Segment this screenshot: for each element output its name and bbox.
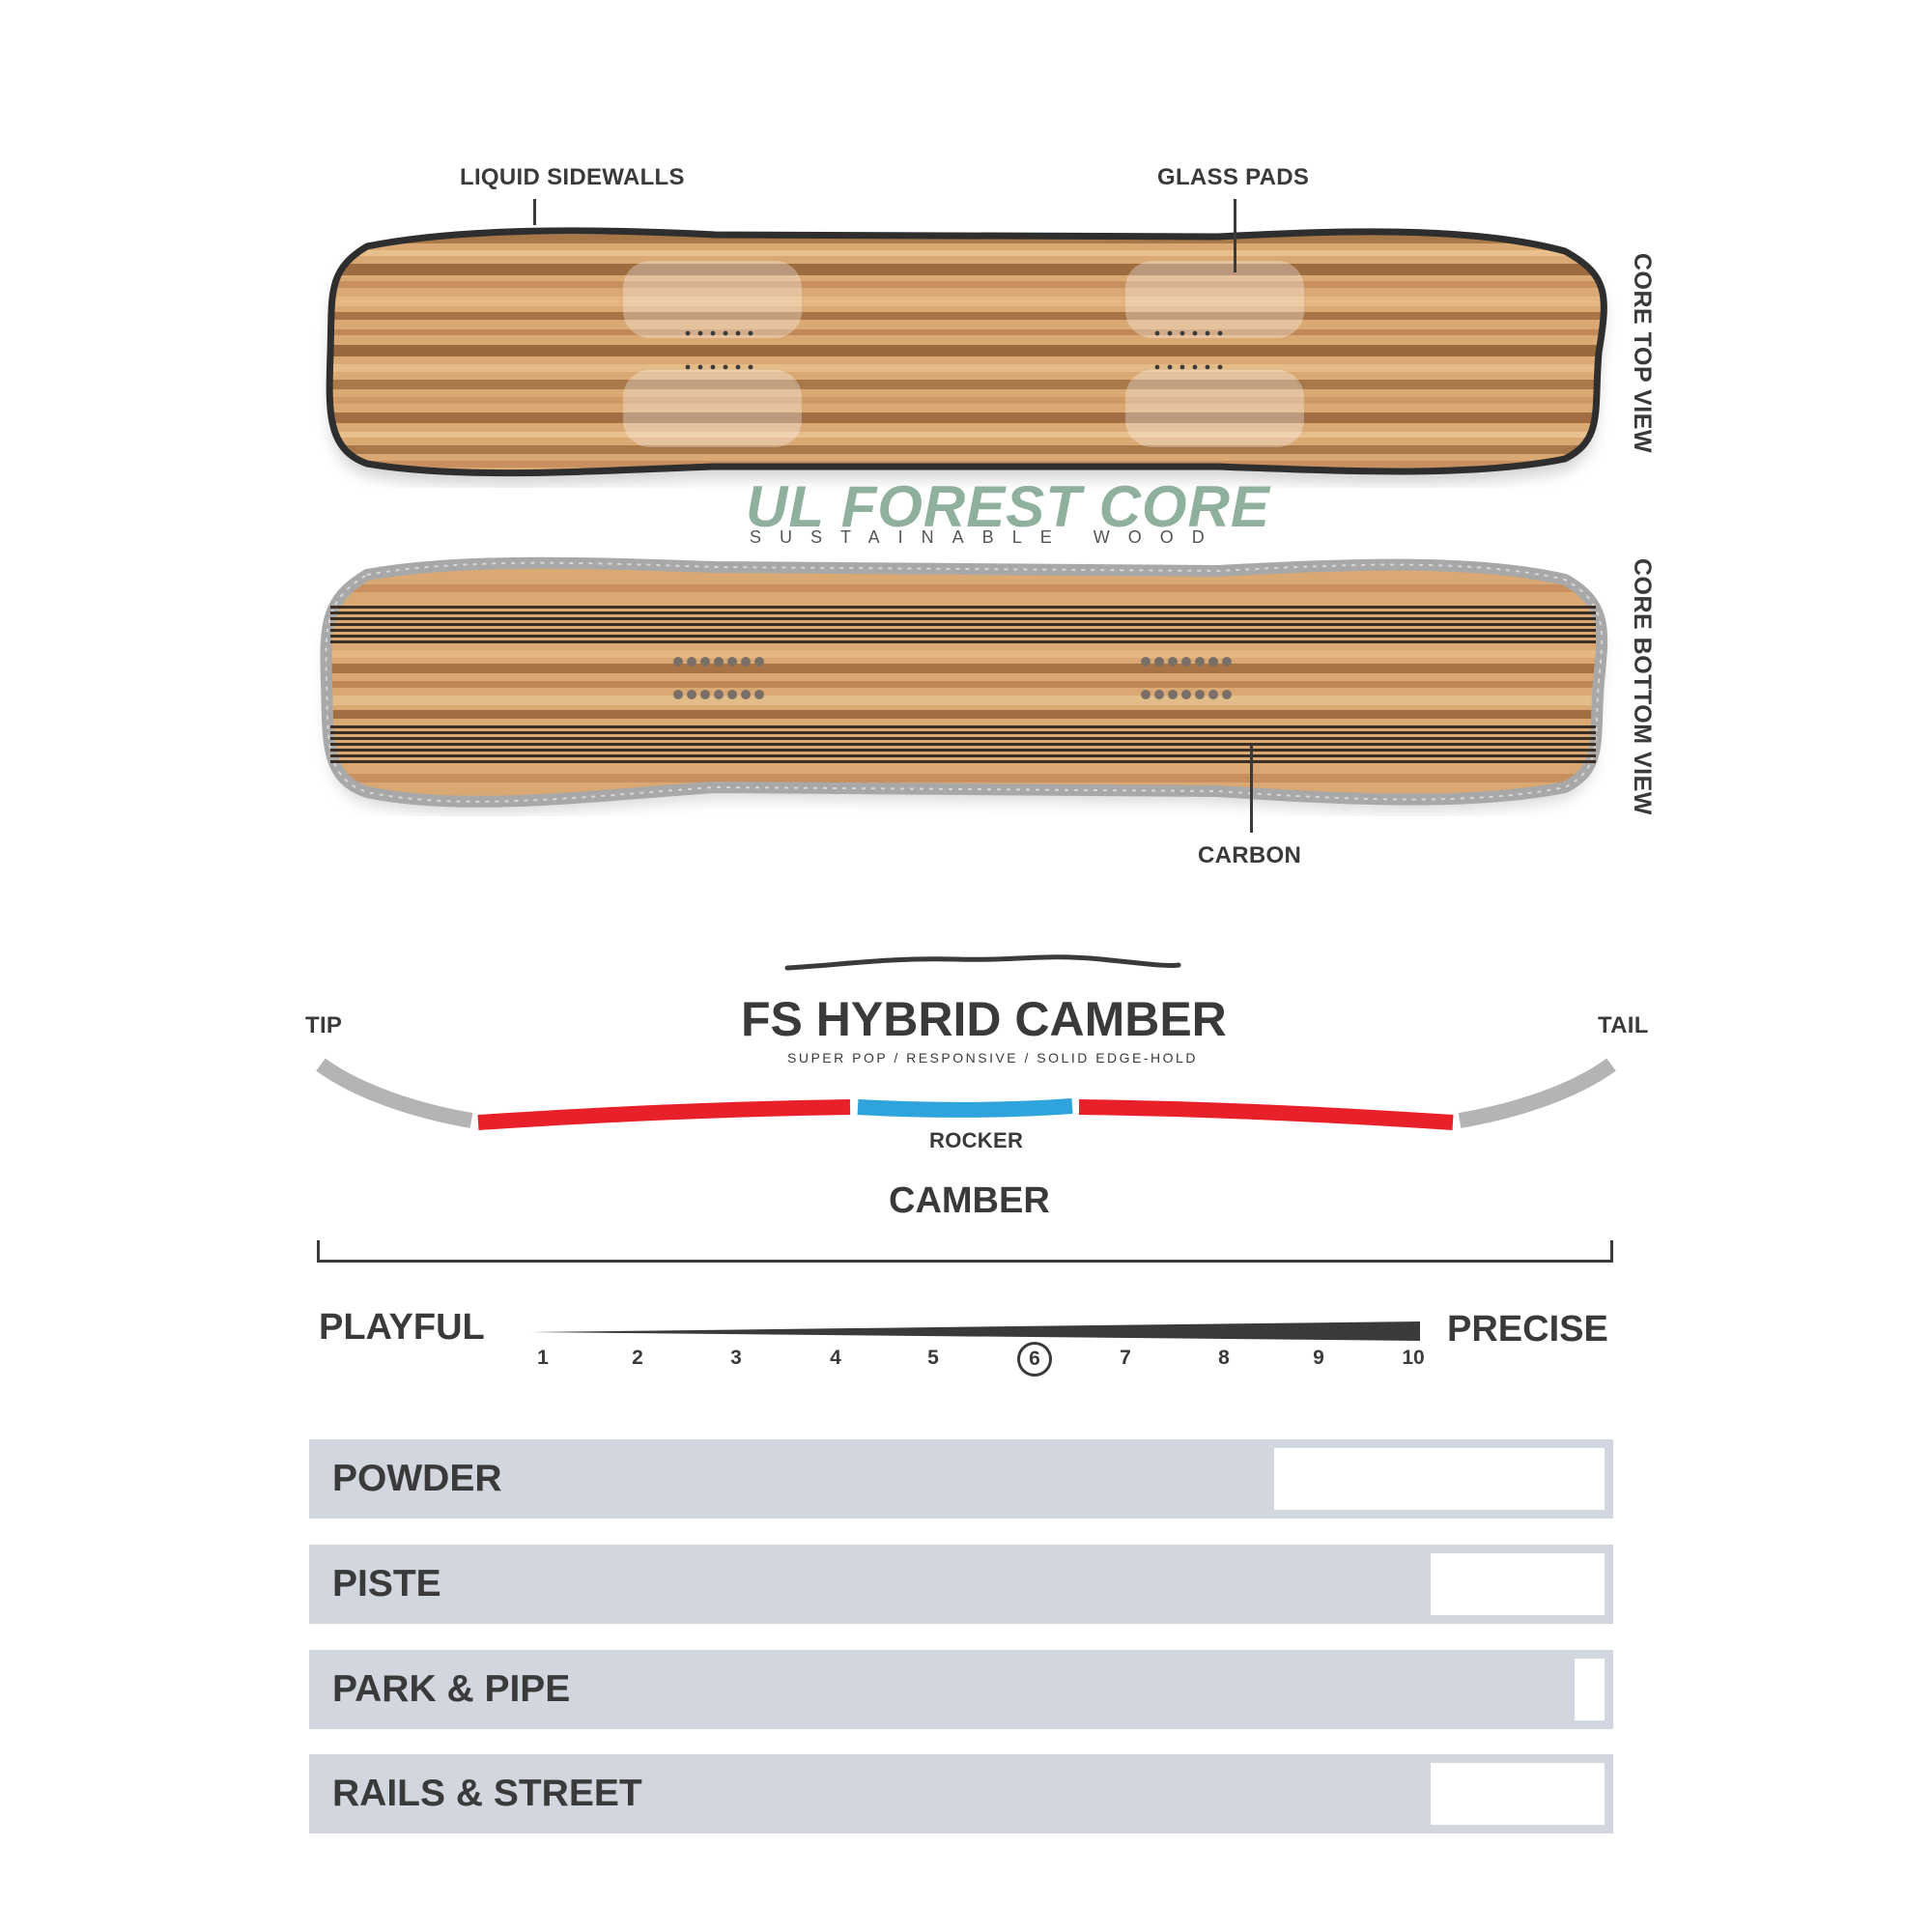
terrain-bar-powder: POWDER — [309, 1439, 1613, 1519]
scale-tick: 9 — [1313, 1347, 1324, 1369]
scale-tick: 5 — [927, 1347, 939, 1369]
terrain-bar-remainder — [1431, 1763, 1605, 1825]
scale-tick: 2 — [632, 1347, 643, 1369]
glass-pad — [623, 261, 802, 338]
tail-label: TAIL — [1598, 1012, 1649, 1038]
scale-tick-selected: 6 — [1017, 1342, 1052, 1377]
board-bottom-view — [320, 556, 1608, 813]
camber-right — [1078, 1099, 1454, 1130]
camber-profile — [316, 1058, 1616, 1130]
glass-pads-label: GLASS PADS — [1157, 164, 1310, 190]
flex-wedge — [531, 1321, 1420, 1341]
tip-contact-curve — [316, 1058, 473, 1128]
glass-pad — [1125, 261, 1304, 338]
length-bracket — [317, 1240, 1613, 1263]
rocker-label: ROCKER — [929, 1128, 1024, 1152]
terrain-label: PISTE — [332, 1563, 441, 1605]
core-bottom-view-label: CORE BOTTOM VIEW — [1629, 558, 1656, 815]
board-profile-icon — [784, 954, 1181, 971]
tip-label: TIP — [305, 1012, 343, 1038]
scale-tick: 8 — [1218, 1347, 1230, 1369]
scale-tick: 4 — [830, 1347, 841, 1369]
carbon-callout-line — [1250, 744, 1253, 833]
camber-subtitle: SUPER POP / RESPONSIVE / SOLID EDGE-HOLD — [787, 1050, 1198, 1065]
liquid-sidewalls-label: LIQUID SIDEWALLS — [460, 164, 685, 190]
camber-left — [477, 1099, 851, 1130]
scale-tick: 1 — [537, 1347, 549, 1369]
core-top-view-label: CORE TOP VIEW — [1629, 253, 1656, 454]
terrain-label: PARK & PIPE — [332, 1668, 571, 1710]
flex-scale-ticks: 1 2 3 4 5 6 7 8 9 10 — [0, 1342, 1932, 1385]
sidewalls-callout-line — [533, 199, 536, 225]
carbon-label: CARBON — [1198, 842, 1302, 868]
terrain-bar-remainder — [1574, 1659, 1605, 1720]
precise-label: PRECISE — [1447, 1309, 1608, 1350]
terrain-label: RAILS & STREET — [332, 1773, 642, 1814]
terrain-bar-rails-street: RAILS & STREET — [309, 1754, 1613, 1833]
playful-label: PLAYFUL — [319, 1307, 485, 1348]
glass-pad — [623, 370, 802, 447]
core-subtitle: SUSTAINABLE WOOD — [750, 527, 1223, 547]
tail-contact-curve — [1458, 1058, 1616, 1128]
terrain-bar-park-pipe: PARK & PIPE — [309, 1650, 1613, 1729]
scale-tick: 3 — [730, 1347, 742, 1369]
terrain-bar-remainder — [1274, 1448, 1605, 1510]
rocker-center — [857, 1098, 1073, 1118]
glass-pad — [1125, 370, 1304, 447]
glass-callout-line — [1234, 199, 1236, 272]
terrain-bar-remainder — [1431, 1553, 1605, 1615]
scale-tick: 10 — [1402, 1347, 1425, 1369]
core-title: UL FOREST CORE — [746, 474, 1270, 539]
camber-label: CAMBER — [889, 1180, 1050, 1221]
terrain-label: POWDER — [332, 1458, 502, 1499]
terrain-bar-piste: PISTE — [309, 1545, 1613, 1624]
camber-title: FS HYBRID CAMBER — [741, 992, 1227, 1046]
scale-tick: 7 — [1120, 1347, 1131, 1369]
board-top-view — [326, 227, 1607, 485]
